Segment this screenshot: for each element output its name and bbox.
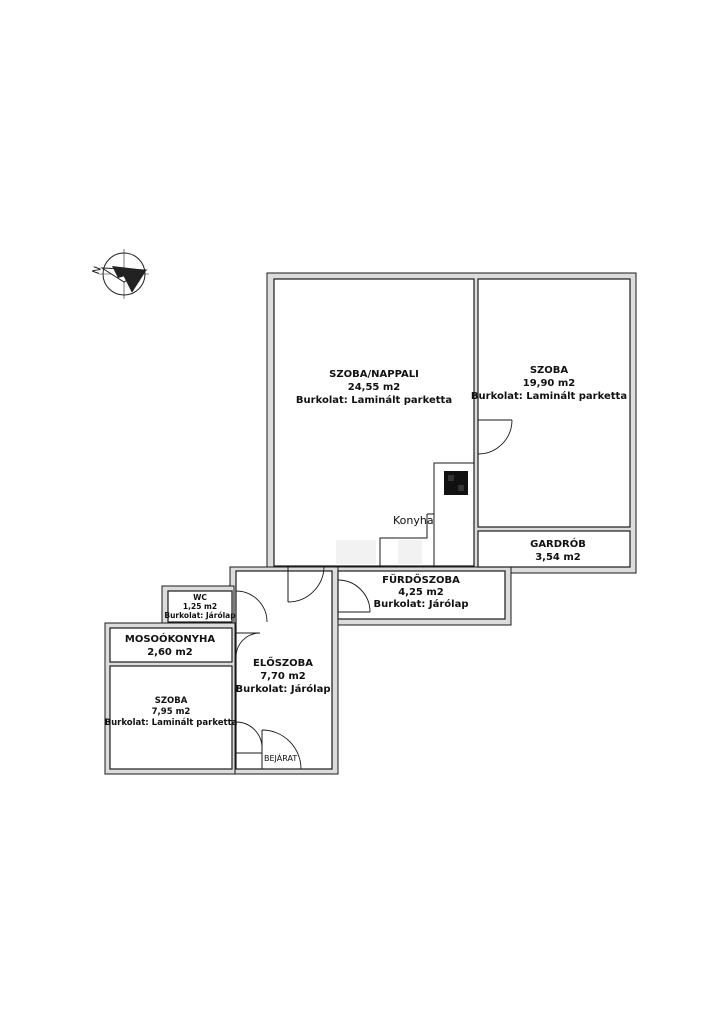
kitchen-label: Konyha bbox=[393, 514, 434, 527]
north-arrow-icon bbox=[100, 266, 148, 293]
eloszoba-name: ELŐSZOBA bbox=[253, 655, 313, 669]
room-nappali bbox=[273, 278, 475, 567]
room-mosookonyha bbox=[109, 627, 233, 663]
wc-floor: Burkolat: Járólap bbox=[164, 611, 236, 620]
compass: N bbox=[91, 249, 149, 299]
nappali-floor: Burkolat: Laminált parketta bbox=[296, 394, 452, 406]
room-labels: SZOBA/NAPPALI 24,55 m2 Burkolat: Laminál… bbox=[105, 365, 627, 763]
szoba-right-name: SZOBA bbox=[530, 365, 569, 376]
gardrob-area: 3,54 m2 bbox=[535, 552, 581, 563]
room-szoba-right bbox=[477, 278, 631, 528]
wc-area: 1,25 m2 bbox=[183, 602, 217, 611]
gardrob-name: GARDRÓB bbox=[530, 537, 586, 550]
entrance-label: BEJÁRAT bbox=[264, 752, 297, 763]
eloszoba-floor: Burkolat: Járólap bbox=[236, 683, 331, 695]
wc-name: WC bbox=[193, 593, 207, 602]
szoba-left-floor: Burkolat: Laminált parketta bbox=[105, 718, 238, 728]
furdoszoba-floor: Burkolat: Járólap bbox=[374, 598, 469, 610]
room-wc bbox=[167, 590, 233, 623]
szoba-right-area: 19,90 m2 bbox=[523, 378, 576, 389]
furdoszoba-name: FÜRDŐSZOBA bbox=[382, 572, 460, 586]
compass-letter: N bbox=[91, 265, 104, 276]
room-furdoszoba bbox=[337, 570, 506, 620]
furdoszoba-area: 4,25 m2 bbox=[398, 587, 444, 598]
szoba-right-floor: Burkolat: Laminált parketta bbox=[471, 390, 627, 402]
szoba-left-area: 7,95 m2 bbox=[152, 707, 191, 717]
room-eloszoba bbox=[235, 570, 333, 770]
room-gardrob bbox=[477, 530, 631, 568]
mosookonyha-name: MOSOÓKONYHA bbox=[125, 632, 215, 645]
room-szoba-left bbox=[109, 665, 233, 770]
rooms bbox=[109, 278, 631, 770]
doors bbox=[235, 419, 513, 770]
nappali-area: 24,55 m2 bbox=[348, 382, 401, 393]
nappali-name: SZOBA/NAPPALI bbox=[329, 369, 419, 380]
eloszoba-area: 7,70 m2 bbox=[260, 671, 306, 682]
mosookonyha-area: 2,60 m2 bbox=[147, 647, 193, 658]
szoba-left-name: SZOBA bbox=[155, 696, 188, 706]
stove-icon bbox=[444, 471, 468, 495]
kitchen-fixtures bbox=[336, 462, 474, 566]
